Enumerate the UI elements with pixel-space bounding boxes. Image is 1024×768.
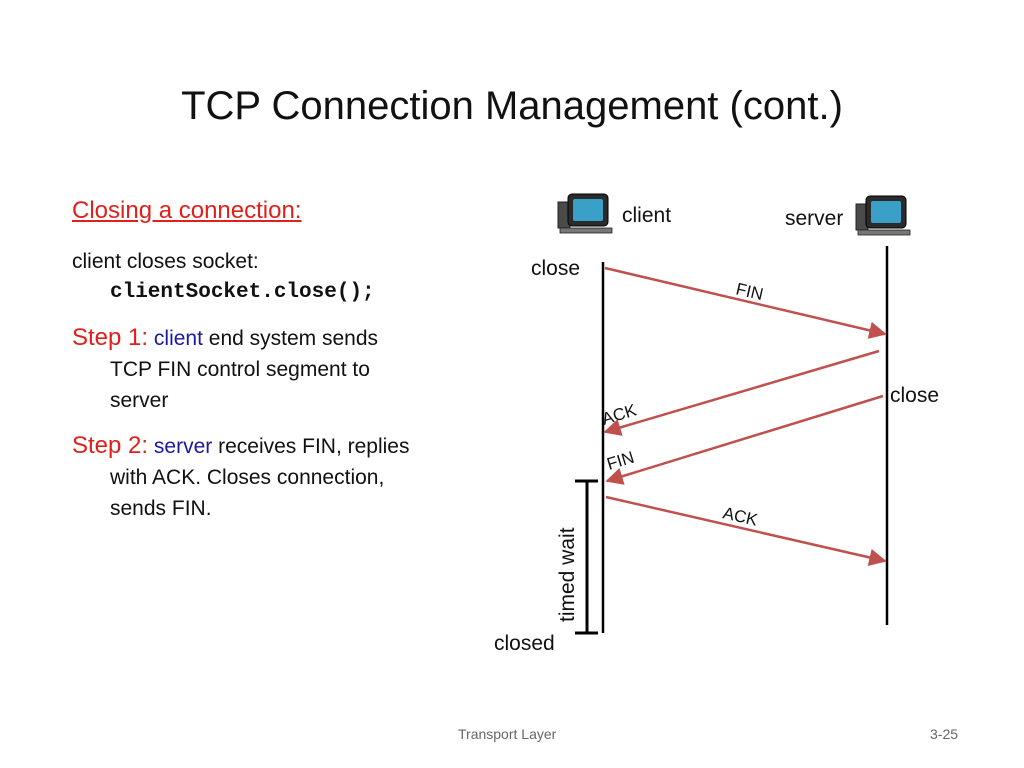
step2-text-2: with ACK. Closes connection, [110,466,385,489]
fin-arrow-2 [605,394,884,485]
server-label: server [785,207,843,230]
client-computer-icon [557,193,613,234]
fin-arrow-1 [604,266,887,339]
step2-paragraph: Step 2: server receives FIN, replies wit… [72,430,472,524]
step1-label: Step 1: [72,324,149,351]
ack-arrow-1 [603,349,880,436]
step2-label: Step 2: [72,432,149,459]
step1-actor: client [153,327,203,350]
section-heading: Closing a connection: [72,197,302,224]
closed-label: closed [494,632,555,655]
step2-text-1: receives FIN, replies [212,435,410,458]
code-snippet: clientSocket.close(); [110,281,375,304]
timed-wait-bracket [575,479,598,635]
step2-text-3: sends FIN. [110,497,212,520]
timed-wait-label: timed wait [556,527,579,622]
step2-actor: server [153,435,213,458]
step1-text-1: end system sends [202,327,379,350]
server-close-label: close [890,384,939,407]
slide-title: TCP Connection Management (cont.) [181,84,843,128]
page-number: 3-25 [930,726,959,742]
text-panel: Closing a connection: client closes sock… [72,195,472,538]
intro-text: client closes socket: [72,250,259,273]
intro-paragraph: client closes socket: clientSocket.close… [72,246,472,308]
fin-label-2: FIN [605,448,637,474]
step1-paragraph: Step 1: client end system sends TCP FIN … [72,322,472,416]
client-close-label: close [531,257,580,280]
footer-title: Transport Layer [458,726,557,742]
step1-text-2: TCP FIN control segment to [110,358,370,381]
step1-text-3: server [110,389,169,412]
client-label: client [622,204,671,227]
server-computer-icon [855,195,911,236]
ack-arrow-2 [605,495,887,567]
